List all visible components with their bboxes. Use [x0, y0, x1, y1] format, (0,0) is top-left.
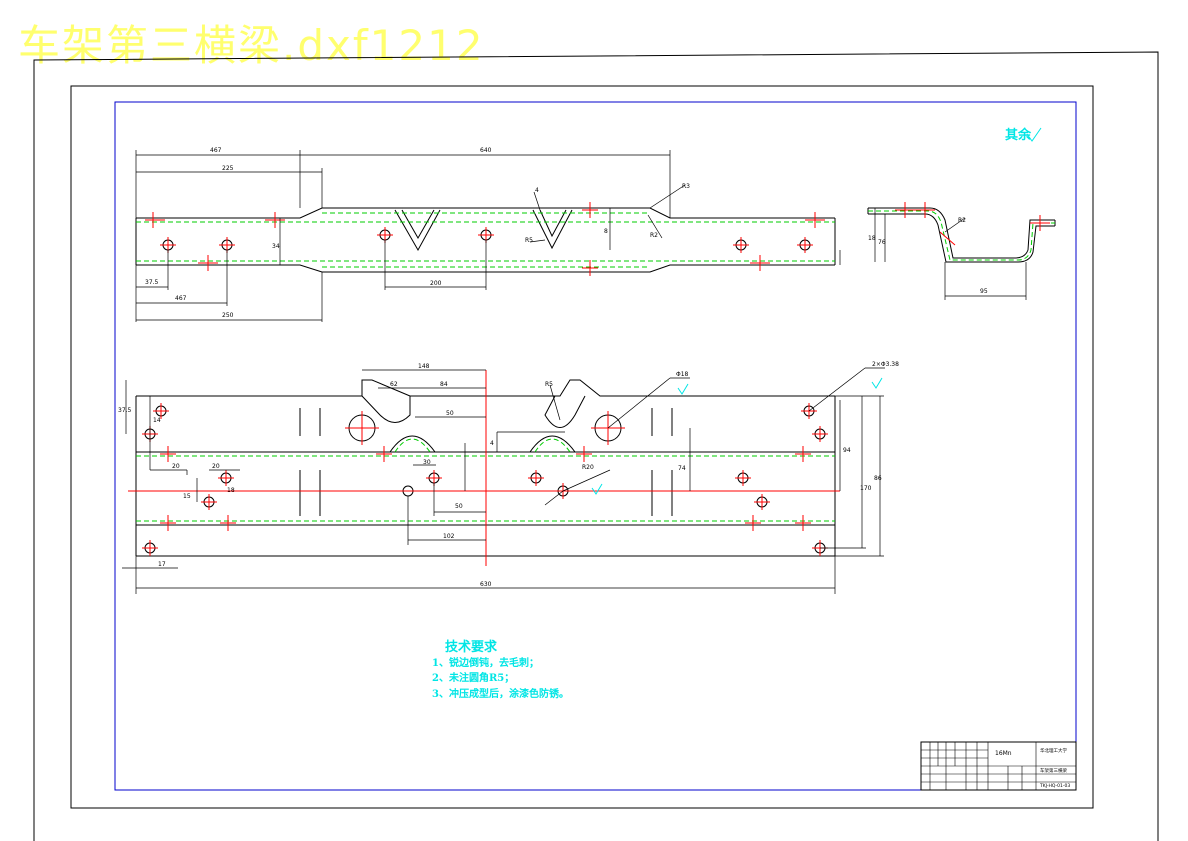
svg-text:15: 15: [183, 493, 191, 500]
svg-text:18: 18: [868, 235, 876, 242]
svg-text:84: 84: [440, 381, 448, 388]
surface-finish-symbol: [1026, 127, 1042, 142]
svg-text:R5: R5: [545, 381, 553, 388]
svg-text:R2: R2: [650, 232, 658, 239]
svg-text:467: 467: [175, 295, 187, 302]
svg-text:94: 94: [843, 447, 851, 454]
tech-req-item: 2、未注圆角R5；: [432, 671, 514, 684]
surface-finish-note: 其余: [1005, 127, 1032, 143]
svg-text:170: 170: [860, 485, 872, 492]
svg-text:467: 467: [210, 147, 222, 154]
svg-text:50: 50: [446, 410, 454, 417]
title-block: 16Mn 华北理工大学 车架第三横梁 TKJ-HQ-01-03: [920, 741, 1077, 791]
svg-text:37.5: 37.5: [145, 279, 159, 286]
svg-text:R5: R5: [525, 237, 533, 244]
top-view: 467 640 225 4 8 R3 R2 R5 34 200 467 37.5…: [135, 147, 841, 322]
file-title: 车架第三横梁.dxf1212: [18, 21, 485, 70]
svg-text:50: 50: [455, 503, 463, 510]
svg-text:4: 4: [490, 440, 494, 447]
svg-text:74: 74: [678, 465, 686, 472]
svg-text:200: 200: [430, 280, 442, 287]
svg-text:630: 630: [480, 581, 492, 588]
svg-text:37.5: 37.5: [118, 407, 132, 414]
tech-req-item: 1、锐边倒钝，去毛刺；: [432, 656, 539, 669]
svg-text:17: 17: [158, 561, 166, 568]
title-drawing-no: TKJ-HQ-01-03: [1039, 783, 1070, 789]
svg-text:2×Φ3.38: 2×Φ3.38: [872, 361, 899, 368]
svg-text:640: 640: [480, 147, 492, 154]
svg-text:86: 86: [874, 475, 882, 482]
tech-req-item: 3、冲压成型后，涂漆色防锈。: [432, 687, 569, 700]
svg-text:76: 76: [878, 239, 886, 246]
sheet-border: [33, 51, 1159, 841]
svg-text:20: 20: [172, 463, 180, 470]
svg-text:102: 102: [443, 533, 455, 540]
main-view: 148 62 84 50 50 4 74 94 170 17 30 20 14 …: [118, 361, 899, 594]
svg-text:62: 62: [390, 381, 398, 388]
svg-text:20: 20: [212, 463, 220, 470]
technical-requirements: 技术要求 1、锐边倒钝，去毛刺； 2、未注圆角R5； 3、冲压成型后，涂漆色防锈…: [432, 639, 569, 700]
svg-text:R3: R3: [682, 183, 690, 190]
tech-req-heading: 技术要求: [445, 639, 498, 655]
svg-text:R20: R20: [582, 464, 594, 471]
svg-text:4: 4: [535, 187, 539, 194]
svg-text:14: 14: [153, 417, 161, 424]
drawing-frame: [114, 101, 1077, 791]
svg-text:30: 30: [423, 459, 431, 466]
svg-text:34: 34: [272, 243, 280, 250]
svg-text:18: 18: [227, 487, 235, 494]
svg-text:225: 225: [222, 165, 234, 172]
svg-text:Φ18: Φ18: [676, 371, 689, 378]
svg-text:R2: R2: [958, 217, 966, 224]
svg-text:8: 8: [604, 228, 608, 235]
svg-text:250: 250: [222, 312, 234, 319]
side-view: 18 R2 76 95: [867, 202, 1056, 300]
title-part-name: 车架第三横梁: [1040, 767, 1067, 774]
title-school: 华北理工大学: [1040, 747, 1067, 754]
svg-text:95: 95: [980, 288, 988, 295]
svg-text:148: 148: [418, 363, 430, 370]
title-material: 16Mn: [995, 750, 1012, 757]
